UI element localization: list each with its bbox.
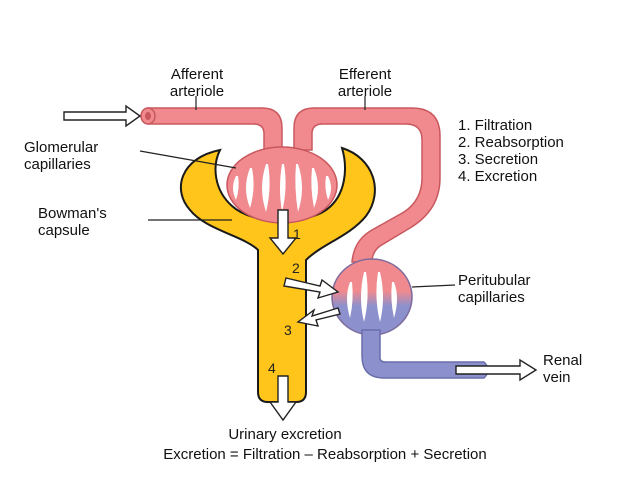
peritubular-bulb [331,258,413,336]
process-item-reabsorption: 2. Reabsorption [458,134,564,151]
afferent-label-line2: arteriole [169,83,225,100]
afferent-arteriole [147,107,283,151]
process-list: 1. Filtration 2. Reabsorption 3. Secreti… [458,117,564,185]
afferent-label-line1: Afferent [170,66,224,83]
renal-vein-label-line1: Renal [543,352,583,369]
bowmans-label-line1: Bowman's [38,205,107,222]
arrow-number-2: 2 [292,260,300,276]
bowmans-label: Bowman's capsule [38,205,107,239]
glomerular-label-line1: Glomerular [24,139,99,156]
efferent-label-line1: Efferent [338,66,392,83]
renal-vein-label-line2: vein [543,369,571,386]
afferent-label: Afferent arteriole [150,66,244,100]
peritubular-label: Peritubular capillaries [458,272,531,306]
bowmans-label-line2: capsule [38,222,90,239]
peritubular-loops [347,272,397,322]
arrow-number-4: 4 [268,360,276,376]
arrow-number-3: 3 [284,322,292,338]
efferent-label-line2: arteriole [337,83,393,100]
process-item-secretion: 3. Secretion [458,151,539,168]
peritubular-label-line1: Peritubular [458,272,531,289]
glomerular-label: Glomerular capillaries [24,139,98,173]
peritubular-label-line2: capillaries [458,289,525,306]
urinary-excretion-label: Urinary excretion [228,426,342,443]
filtration-arrow [268,209,298,256]
efferent-label: Efferent arteriole [318,66,412,100]
excretion-equation: Excretion = Filtration – Reabsorption + … [163,446,487,463]
reabsorption-arrow [283,277,340,300]
arrow-number-1: 1 [293,226,301,242]
input-arrow [63,104,142,128]
glomerular-label-line2: capillaries [24,156,91,173]
renal-vein-arrow [455,358,538,382]
leader-lines [139,96,456,288]
renal-vein-label: Renal vein [543,352,582,386]
glomerular-loops [233,164,331,212]
excretion-arrow [268,375,298,422]
secretion-arrow [296,307,341,327]
process-item-excretion: 4. Excretion [458,168,538,185]
process-item-filtration: 1. Filtration [458,117,533,134]
